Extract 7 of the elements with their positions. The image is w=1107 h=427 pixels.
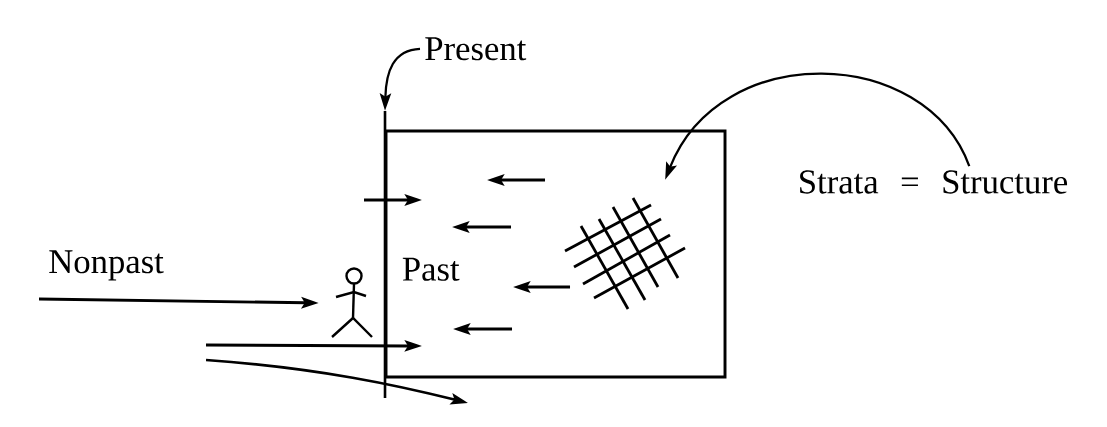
edge-label: Nonpast xyxy=(49,250,164,281)
stick-figure xyxy=(331,267,373,338)
label-text: Present xyxy=(425,37,527,61)
label-text: Strata = Structure xyxy=(800,170,1068,194)
grid-lattice xyxy=(564,197,686,310)
region-box: Past xyxy=(384,129,727,379)
present-line xyxy=(383,111,387,398)
